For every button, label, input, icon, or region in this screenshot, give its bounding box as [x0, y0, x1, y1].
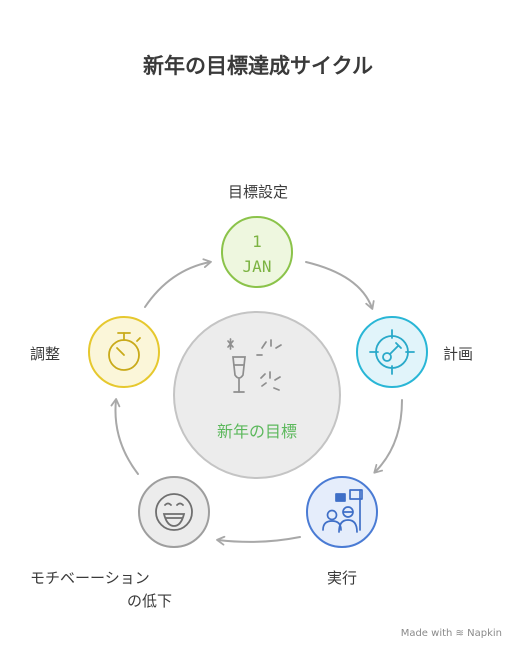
label-goal-setting: 目標設定 — [227, 183, 288, 201]
label-motivation-drop-line2: の低下 — [126, 592, 172, 610]
napkin-logo-icon: ≋ — [455, 628, 464, 639]
stopwatch-icon — [108, 332, 141, 371]
label-motivation-drop-line1: モチベーーション — [30, 569, 150, 587]
smiley-icon — [155, 493, 193, 531]
arrow-goal-to-plan — [305, 261, 375, 310]
target-icon — [369, 329, 415, 375]
node-goal-setting: 1 JAN — [221, 216, 293, 288]
node-motivation-drop — [138, 476, 210, 548]
footer-brand: Napkin — [467, 628, 502, 639]
champagne-icon — [227, 338, 282, 393]
calendar-icon: 1 JAN — [243, 232, 272, 276]
label-execution: 実行 — [326, 569, 357, 587]
node-execution — [306, 476, 378, 548]
arrow-plan-to-exec — [373, 399, 403, 474]
label-planning: 計画 — [443, 345, 474, 363]
center-label: 新年の目標 — [217, 422, 297, 441]
footer-credit: Made with ≋ Napkin — [401, 628, 502, 639]
cycle-arrows — [110, 258, 403, 546]
arrow-adjust-to-goal — [144, 258, 212, 308]
node-planning — [356, 316, 428, 388]
node-adjustment — [88, 316, 160, 388]
footer-made-with: Made with — [400, 628, 453, 639]
svg-text:1: 1 — [252, 232, 262, 251]
diagram-title: 新年の目標達成サイクル — [143, 54, 373, 78]
center-goal: 新年の目標 — [173, 311, 341, 479]
arrow-exec-to-motivation — [216, 535, 301, 546]
svg-text:JAN: JAN — [243, 257, 272, 276]
arrow-motivation-to-adjust — [110, 398, 139, 475]
flag-people-icon — [322, 489, 363, 533]
label-adjustment: 調整 — [30, 345, 61, 363]
